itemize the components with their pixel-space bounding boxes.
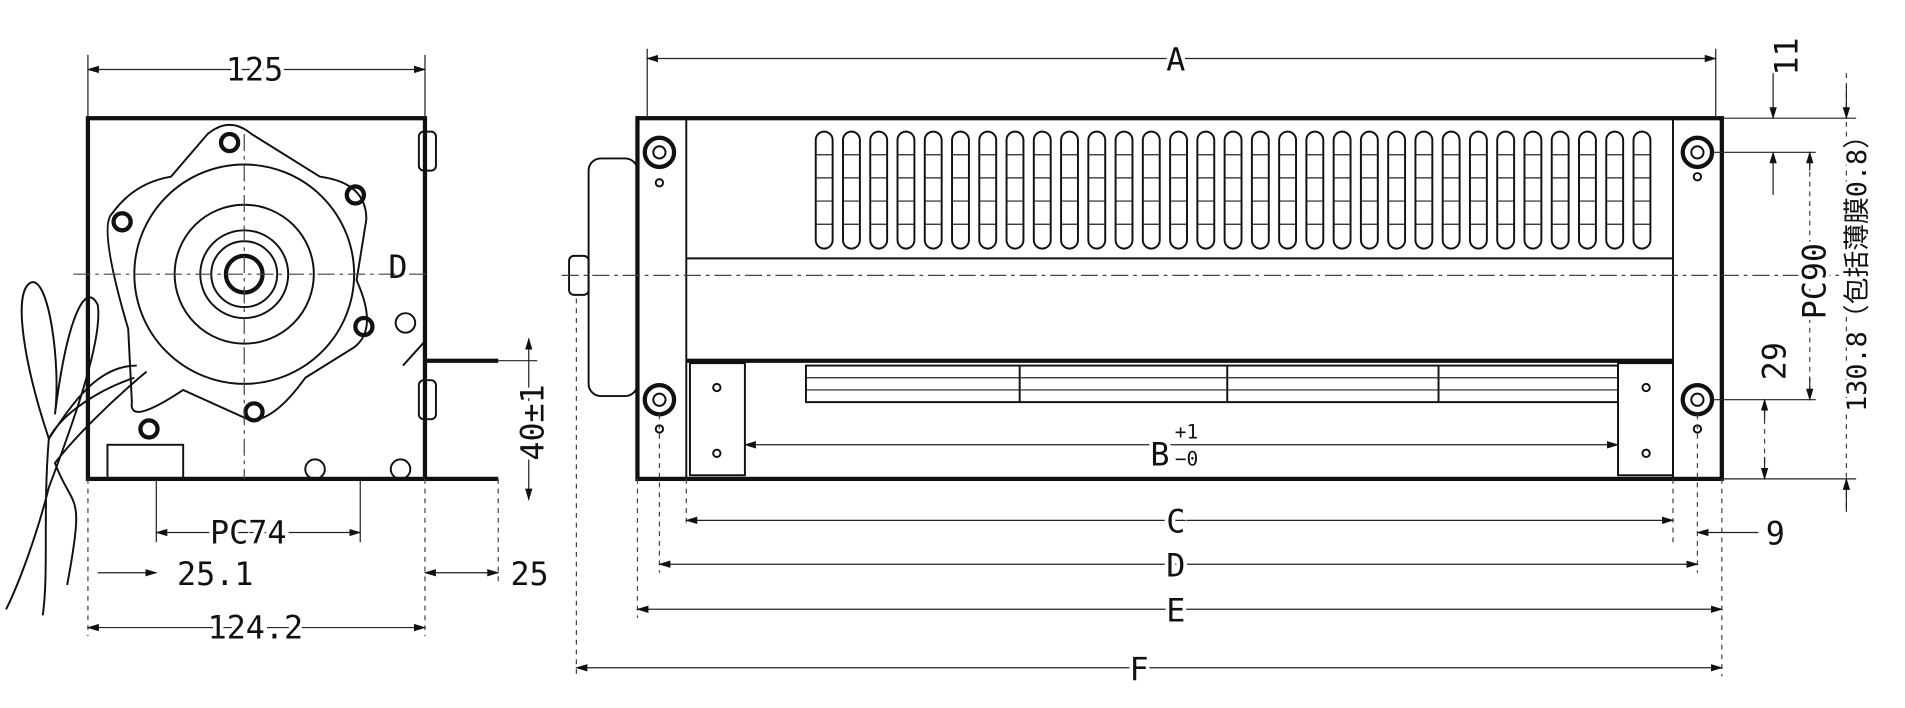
dim-pc74: PC74 [210,516,286,552]
grille-slot [1305,130,1325,250]
grille-slot [1005,130,1025,250]
terminal-block [106,443,185,480]
dim-25-1: 25.1 [177,557,253,593]
dim-pc90: PC90 [1798,243,1834,319]
mount-bracket [1617,362,1674,477]
grille-slot [1550,130,1570,250]
grille-slot [978,130,998,250]
dim-25: 25 [510,557,548,593]
dim-29: 29 [1757,342,1793,380]
dim-b: B +1 −0 [1147,417,1202,477]
housing-outline [85,116,428,482]
mount-bracket [688,362,746,477]
grille-slot [1169,130,1188,250]
grille-slot [951,130,970,250]
grille-slot [1087,130,1107,250]
grille-slot [1632,130,1652,250]
grille-slot [1278,130,1298,250]
grille-slot [1359,130,1379,250]
grille-slot [896,130,916,250]
mark-d: D [388,250,407,286]
grille-slot [1387,130,1407,250]
motor-housing [587,157,639,398]
grille-slot [923,130,943,250]
lead-wires [5,281,148,616]
bracket-tab [417,130,437,172]
impeller [804,364,1620,404]
dim-b-tol-plus: +1 [1175,421,1199,444]
grille-slot [1496,130,1516,250]
dim-11: 11 [1770,37,1806,75]
dim-c: C [1166,505,1185,541]
motor-flange [106,123,417,480]
dim-b-tol-minus: −0 [1175,448,1199,471]
grille-slot [1032,130,1052,250]
bracket-tab [417,379,437,421]
grille-slot [1523,130,1543,250]
grille-slot [1223,130,1243,250]
grille-slot [1605,130,1625,250]
grille-slot [1414,130,1434,250]
side-view: D 125 PC74 25.1 25 124.2 40±1 [5,49,555,650]
dim-d: D [1166,548,1185,584]
grille-slot [1141,130,1161,250]
dim-124-2: 124.2 [208,611,304,647]
dim-b-label: B [1150,438,1169,474]
dim-overall-height: 130.8（包括薄膜0.8） [1842,122,1873,412]
bolt-icon [111,131,375,440]
grille-slot [814,130,834,250]
dim-40: 40±1 [515,384,551,460]
grille-slot [842,130,861,250]
dim-e: E [1166,594,1185,630]
grille-slot [1441,130,1461,250]
dim-a: A [1166,43,1185,79]
dim-9: 9 [1766,517,1785,553]
grille-slots [814,130,1652,250]
grille-slot [1114,130,1134,250]
grille-slot [1250,130,1270,250]
grille-slot [869,130,889,250]
grille-slot [1578,130,1597,250]
fan-body [635,116,1724,482]
grille-slot [1332,130,1352,250]
grille-slot [1060,130,1079,250]
front-view: A B +1 −0 C D E F 9 11 PC90 [561,37,1877,692]
dim-f: F [1130,652,1149,688]
grille-slot [1468,130,1488,250]
grille-slot [1196,130,1216,250]
dim-125: 125 [226,52,283,88]
